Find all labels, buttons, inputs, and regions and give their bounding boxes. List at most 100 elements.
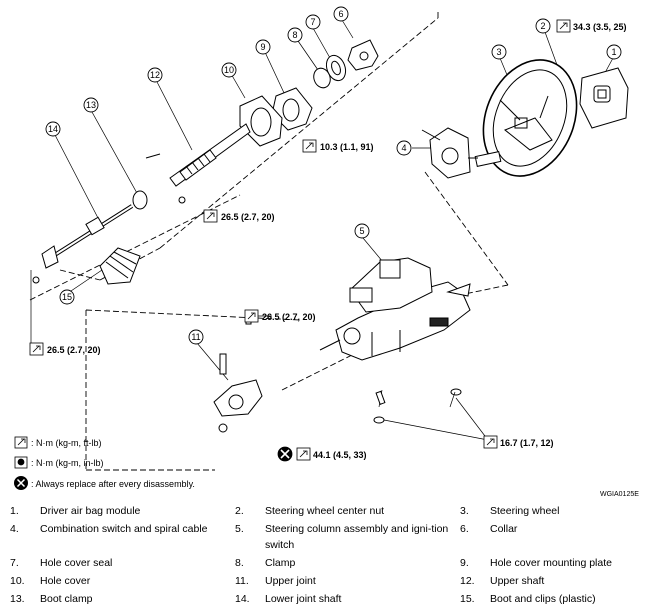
part-name: Clamp xyxy=(265,557,296,569)
torque-ft-lb-icon xyxy=(296,447,311,461)
boot-and-clips-drawing xyxy=(99,247,141,285)
torque-value-upper-shaft: 26.5 (2.7, 20) xyxy=(221,212,275,222)
callout-label-3: 3 xyxy=(496,47,501,57)
torque-value-column-mount: 16.7 (1.7, 12) xyxy=(500,438,554,448)
callout-13 xyxy=(83,97,99,113)
part-number: 1. xyxy=(10,505,19,517)
part-number: 8. xyxy=(235,557,244,569)
part-name: Hole cover xyxy=(40,575,91,587)
assembly-guide-lines xyxy=(29,10,509,471)
part-number: 9. xyxy=(460,557,469,569)
torque-ft-lb-icon xyxy=(244,309,259,323)
clamp-drawing xyxy=(313,67,331,89)
combination-switch-drawing xyxy=(421,127,502,179)
legend-label-in-lb: : N·m (kg-m, in-lb) xyxy=(31,458,104,468)
torque-values: 34.3 (3.5, 25) 10.3 (1.1, 91) 26.5 (2.7,… xyxy=(47,22,627,460)
part-number: 10. xyxy=(10,575,25,587)
lower-joint-shaft-drawing xyxy=(32,204,134,284)
callout-label-1: 1 xyxy=(611,47,616,57)
legend-label-ft-lb: : N·m (kg-m, ft-lb) xyxy=(31,438,102,448)
torque-value-lower-joint: 26.5 (2.7, 20) xyxy=(47,345,101,355)
steering-wheel-drawing xyxy=(482,59,578,177)
callout-label-7: 7 xyxy=(310,17,315,27)
callout-label-15: 15 xyxy=(62,292,72,302)
legend-torque-ft-lb-icon xyxy=(14,436,28,449)
callout-14 xyxy=(45,121,61,137)
part-name: Steering wheel xyxy=(490,505,560,517)
part-name: Combination switch and spiral cable xyxy=(40,523,208,535)
torque-value-joint-bolt: 44.1 (4.5, 33) xyxy=(313,450,367,460)
symbol-legend: : N·m (kg-m, ft-lb) : N·m (kg-m, in-lb) … xyxy=(14,436,195,490)
parts-list: 1. Driver air bag module 2. Steering whe… xyxy=(0,503,652,609)
callout-label-2: 2 xyxy=(540,21,545,31)
torque-ft-lb-icon xyxy=(302,139,317,153)
part-number: 13. xyxy=(10,593,25,605)
callout-8 xyxy=(287,27,303,43)
driver-air-bag-module-drawing xyxy=(579,67,629,129)
callout-10 xyxy=(221,62,237,78)
callout-label-5: 5 xyxy=(359,226,364,236)
hole-cover-drawing xyxy=(239,95,283,147)
parts-row: 13. Boot clamp 14. Lower joint shaft 15.… xyxy=(0,591,652,609)
torque-ft-lb-icon xyxy=(203,209,218,223)
always-replace-icon xyxy=(277,446,293,462)
upper-joint-drawing xyxy=(213,353,263,433)
callout-4 xyxy=(396,140,412,156)
part-number: 14. xyxy=(235,593,250,605)
boot-clamp-drawing xyxy=(132,190,148,210)
part-name: Steering column assembly and igni-tion s… xyxy=(265,523,449,551)
collar-drawing xyxy=(347,39,379,71)
callout-label-11: 11 xyxy=(191,332,200,342)
parts-row: 7. Hole cover seal 8. Clamp 9. Hole cove… xyxy=(0,555,652,573)
figure-code: WGIA0125E xyxy=(600,491,639,498)
callout-1 xyxy=(606,44,622,60)
part-callouts xyxy=(45,6,622,345)
callout-label-14: 14 xyxy=(48,124,58,134)
steering-column-assembly-drawing xyxy=(319,257,471,361)
callout-15 xyxy=(59,289,75,305)
callout-11 xyxy=(188,329,204,345)
part-name: Lower joint shaft xyxy=(265,593,342,605)
parts-row: 1. Driver air bag module 2. Steering whe… xyxy=(0,503,652,521)
torque-ft-lb-icon xyxy=(29,342,44,356)
torque-value-upper-joint: 26.5 (2.7, 20) xyxy=(262,312,316,322)
part-number: 7. xyxy=(10,557,19,569)
torque-value-center-nut: 34.3 (3.5, 25) xyxy=(573,22,627,32)
part-name: Boot clamp xyxy=(40,593,93,605)
part-number: 6. xyxy=(460,523,469,535)
callout-3 xyxy=(491,44,507,60)
callout-label-12: 12 xyxy=(150,70,160,80)
legend-label-replace: : Always replace after every disassembly… xyxy=(31,479,195,489)
parts-row: 10. Hole cover 11. Upper joint 12. Upper… xyxy=(0,573,652,591)
part-callout-labels: 1 2 3 4 5 6 7 8 9 10 11 12 13 14 15 xyxy=(48,9,617,342)
torque-ft-lb-icon xyxy=(556,19,571,33)
part-name: Hole cover seal xyxy=(40,557,113,569)
part-name: Steering wheel center nut xyxy=(265,505,385,517)
parts-row: 4. Combination switch and spiral cable 5… xyxy=(0,521,652,555)
callout-label-10: 10 xyxy=(224,65,234,75)
legend-torque-in-lb-icon xyxy=(14,456,28,469)
callout-5 xyxy=(354,223,370,239)
part-name: Upper shaft xyxy=(490,575,545,587)
torque-ft-lb-icon xyxy=(483,435,498,449)
part-number: 11. xyxy=(235,575,249,587)
callout-label-9: 9 xyxy=(260,42,265,52)
part-name: Boot and clips (plastic) xyxy=(490,593,596,605)
callout-label-4: 4 xyxy=(401,143,406,153)
steering-column-exploded-diagram: 1 2 3 4 5 6 7 8 9 10 11 12 13 14 15 34.3… xyxy=(14,6,639,498)
part-name: Collar xyxy=(490,523,518,535)
part-name: Hole cover mounting plate xyxy=(490,557,612,569)
part-name: Upper joint xyxy=(265,575,316,587)
callout-6 xyxy=(333,6,349,22)
callout-12 xyxy=(147,67,163,83)
part-name: Driver air bag module xyxy=(40,505,141,517)
part-number: 3. xyxy=(460,505,469,517)
part-number: 5. xyxy=(235,523,244,535)
callout-2 xyxy=(535,18,551,34)
part-number: 2. xyxy=(235,505,244,517)
callout-9 xyxy=(255,39,271,55)
part-number: 12. xyxy=(460,575,475,587)
callout-label-6: 6 xyxy=(338,9,343,19)
callout-label-8: 8 xyxy=(292,30,297,40)
upper-shaft-drawing xyxy=(145,123,251,204)
